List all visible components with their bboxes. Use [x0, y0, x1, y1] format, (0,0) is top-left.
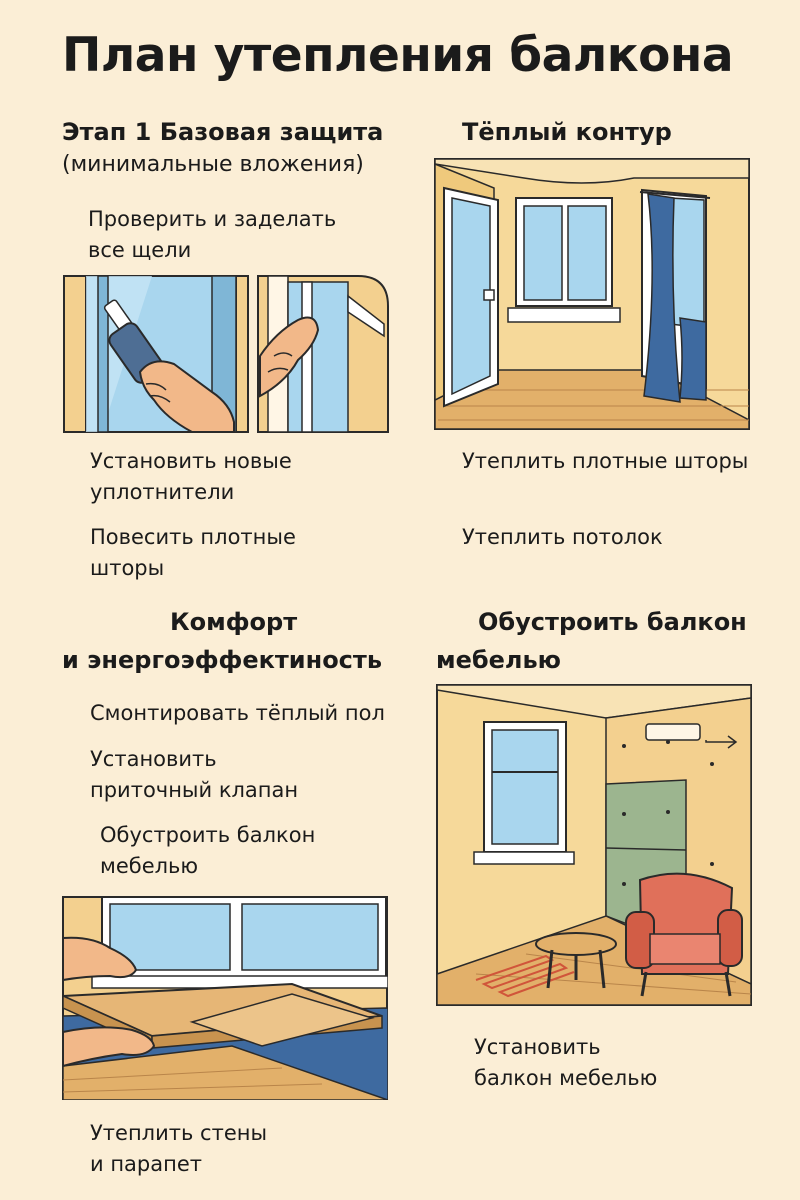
comfort-bottom-item: Утеплить стены и парапет [90, 1118, 267, 1180]
table [535, 932, 617, 989]
furnish-heading-line1: Обустроить балкон [478, 608, 747, 636]
comfort-item-1: Смонтировать тёплый пол [90, 698, 385, 729]
comfort-bottom-item-line1: Утеплить стены [90, 1121, 268, 1145]
arrow-right-icon [705, 735, 738, 749]
stage1-item-1: Проверить и заделать все щели [88, 204, 336, 266]
floor-heating [475, 954, 575, 998]
stage1-item-2-line2: уплотнители [90, 480, 235, 504]
comfort-heading-line1: Комфорт [170, 608, 298, 636]
stage1-heading: Этап 1 Базовая защита [62, 118, 384, 146]
page-title: План утепления балкона [62, 28, 734, 83]
stage1-item-3-line2: шторы [90, 556, 165, 580]
stage1-item-3: Повесить плотные шторы [90, 522, 296, 584]
warm-item-2-line1: Утеплить потолок [462, 525, 663, 549]
comfort-item-2-line1: Установить [90, 747, 217, 771]
furnish-item: Установить балкон мебелью [474, 1032, 657, 1094]
stage1-item-3-line1: Повесить плотные [90, 525, 296, 549]
warm-item-1-line1: Утеплить плотные шторы [462, 449, 749, 473]
warm-item-2: Утеплить потолок [462, 522, 663, 553]
hand-icon [62, 1026, 156, 1068]
stage1-item-2: Установить новые уплотнители [90, 446, 292, 508]
hand-icon [259, 316, 320, 398]
armchair [625, 872, 743, 997]
furnish-heading-line2: мебелью [436, 646, 562, 674]
furnish-item-line2: балкон мебелью [474, 1066, 658, 1090]
seal-pressing-panel [257, 275, 389, 433]
warm-contour-illustration [434, 158, 750, 430]
hand-icon [138, 360, 235, 433]
comfort-item-2: Установить приточный клапан [90, 744, 298, 806]
comfort-item-1-line1: Смонтировать тёплый пол [90, 701, 385, 725]
radiator-icon [645, 723, 701, 741]
comfort-item-3-line1: Обустроить балкон [100, 823, 316, 847]
comfort-bottom-item-line2: и парапет [90, 1152, 203, 1176]
hand-icon [62, 936, 138, 982]
stage1-item-1-line2: все щели [88, 238, 192, 262]
comfort-item-3: Обустроить балкон мебелью [100, 820, 315, 882]
warm-heading: Тёплый контур [462, 118, 672, 146]
curtain [643, 193, 681, 403]
sealing-illustration [63, 275, 389, 433]
floor-insulation-illustration [62, 896, 388, 1100]
stage1-subheading: (минимальные вложения) [62, 152, 364, 177]
comfort-item-2-line2: приточный клапан [90, 778, 299, 802]
sealant-panel [63, 275, 249, 433]
furnish-item-line1: Установить [474, 1035, 601, 1059]
stage1-item-2-line1: Установить новые [90, 449, 292, 473]
furnished-balcony-illustration [436, 684, 752, 1006]
comfort-item-3-line2: мебелью [100, 854, 199, 878]
warm-item-1: Утеплить плотные шторы [462, 446, 748, 477]
comfort-heading-line2: и энергоэффектиность [62, 646, 382, 674]
stage1-item-1-line1: Проверить и заделать [88, 207, 337, 231]
